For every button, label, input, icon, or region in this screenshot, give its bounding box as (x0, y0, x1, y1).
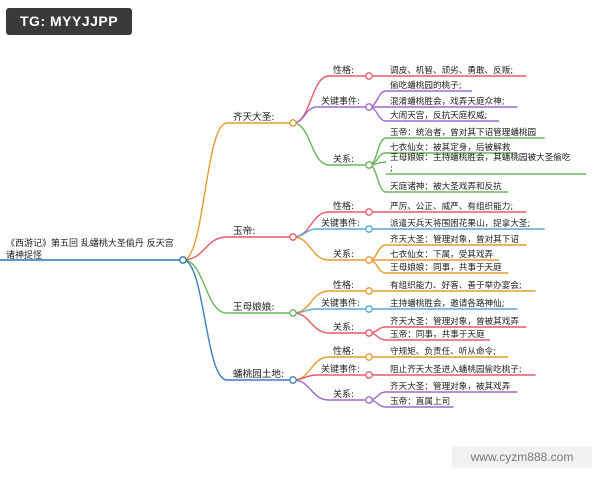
group-node-toggle[interactable] (365, 371, 373, 379)
item-text: 齐天大圣：管理对象，曾对其下诏 (390, 233, 519, 245)
item-text: 玉帝：直属上司 (390, 395, 450, 407)
group-label: 性格: (333, 345, 354, 357)
item-text: 玉帝：同事，共事于天庭 (390, 328, 485, 340)
item-text-continued: ; (390, 164, 393, 174)
group-label: 关键事件: (321, 297, 360, 309)
group-node-toggle[interactable] (365, 256, 373, 264)
item-text: 齐天大圣：管理对象，曾被其戏弄 (390, 315, 519, 327)
group-connector (292, 236, 330, 261)
item-text: 派遣天兵天将围困花果山，捉拿大圣; (390, 217, 530, 229)
group-label: 性格: (333, 279, 354, 291)
branch-node-toggle[interactable] (289, 309, 297, 317)
item-text: 天庭诸神：被大圣戏弄和反抗 (390, 180, 502, 192)
group-node-toggle[interactable] (365, 161, 373, 169)
item-text: 有组织能力、好客、善于举办宴会; (390, 279, 522, 291)
site-watermark: www.cyzm888.com (452, 446, 592, 468)
branch-title: 蟠桃园土地: (233, 368, 284, 380)
group-label: 关系: (333, 248, 354, 260)
branch-node-toggle[interactable] (289, 376, 297, 384)
group-label: 关系: (333, 153, 354, 165)
item-text: 守规矩、负责任、听从命令; (390, 345, 496, 357)
branch-title: 玉帝: (233, 225, 255, 237)
group-label: 性格: (333, 200, 354, 212)
group-connector (292, 106, 318, 124)
group-node-toggle[interactable] (365, 72, 373, 80)
group-label: 关系: (333, 388, 354, 400)
item-text: 严厉、公正、威严、有组织能力; (390, 200, 513, 212)
root-title: 诸神捉怪 (6, 249, 42, 261)
item-text: 齐天大圣：管理对象，被其戏弄 (390, 380, 511, 392)
item-text: 偷吃蟠桃园的桃子; (390, 79, 462, 91)
channel-badge: TG: MYYJJPP (6, 8, 133, 35)
group-node-toggle[interactable] (365, 208, 373, 216)
branch-node-toggle[interactable] (289, 233, 297, 241)
item-text: 玉帝：统治者，曾对其下诏管理蟠桃园 (390, 126, 536, 138)
group-label: 关系: (333, 321, 354, 333)
group-node-toggle[interactable] (365, 225, 373, 233)
item-connector (368, 137, 387, 166)
item-text: 大闹天宫，反抗天庭权威; (390, 109, 487, 121)
group-node-toggle[interactable] (365, 287, 373, 295)
connector-lines (0, 75, 586, 408)
root-title: 《西游记》第五回 乱蟠桃大圣偷丹 反天宫 (6, 237, 174, 249)
branch-connector (182, 259, 228, 381)
root-node-toggle[interactable] (179, 256, 187, 264)
item-text: 调皮、机智、顽劣、勇敢、反叛; (390, 64, 513, 76)
item-text: 七衣仙女：下属，受其戏弄 (390, 248, 494, 260)
branch-title: 齐天大圣: (233, 111, 275, 123)
item-text: 七衣仙女：被其定身，后被解救 (390, 141, 511, 153)
item-text: 王母娘娘：同事，共事于天庭 (390, 261, 502, 273)
branch-connector (182, 122, 228, 261)
item-text: 阻止齐天大圣进入蟠桃园偷吃桃子; (390, 363, 522, 375)
branch-node-toggle[interactable] (289, 119, 297, 127)
group-node-toggle[interactable] (365, 353, 373, 361)
item-text: 混淆蟠桃胜会，戏弄天庭众神; (390, 95, 505, 107)
item-text: 主持蟠桃胜会，邀请各路神仙; (390, 297, 505, 309)
group-node-toggle[interactable] (365, 103, 373, 111)
group-connector (292, 122, 330, 166)
group-node-toggle[interactable] (365, 396, 373, 404)
group-label: 关键事件: (321, 363, 360, 375)
group-connector (292, 379, 330, 401)
item-text: 王母娘娘：主持蟠桃胜会，其蟠桃园被大圣偷吃 (390, 151, 571, 163)
branch-connector (182, 236, 228, 261)
group-label: 性格: (333, 64, 354, 76)
branch-connector (182, 259, 228, 314)
branch-title: 王母娘娘: (233, 301, 275, 313)
group-label: 关键事件: (321, 95, 360, 107)
group-label: 关键事件: (321, 217, 360, 229)
group-connector (292, 312, 330, 334)
item-connector (368, 164, 387, 193)
group-node-toggle[interactable] (365, 305, 373, 313)
group-node-toggle[interactable] (365, 329, 373, 337)
